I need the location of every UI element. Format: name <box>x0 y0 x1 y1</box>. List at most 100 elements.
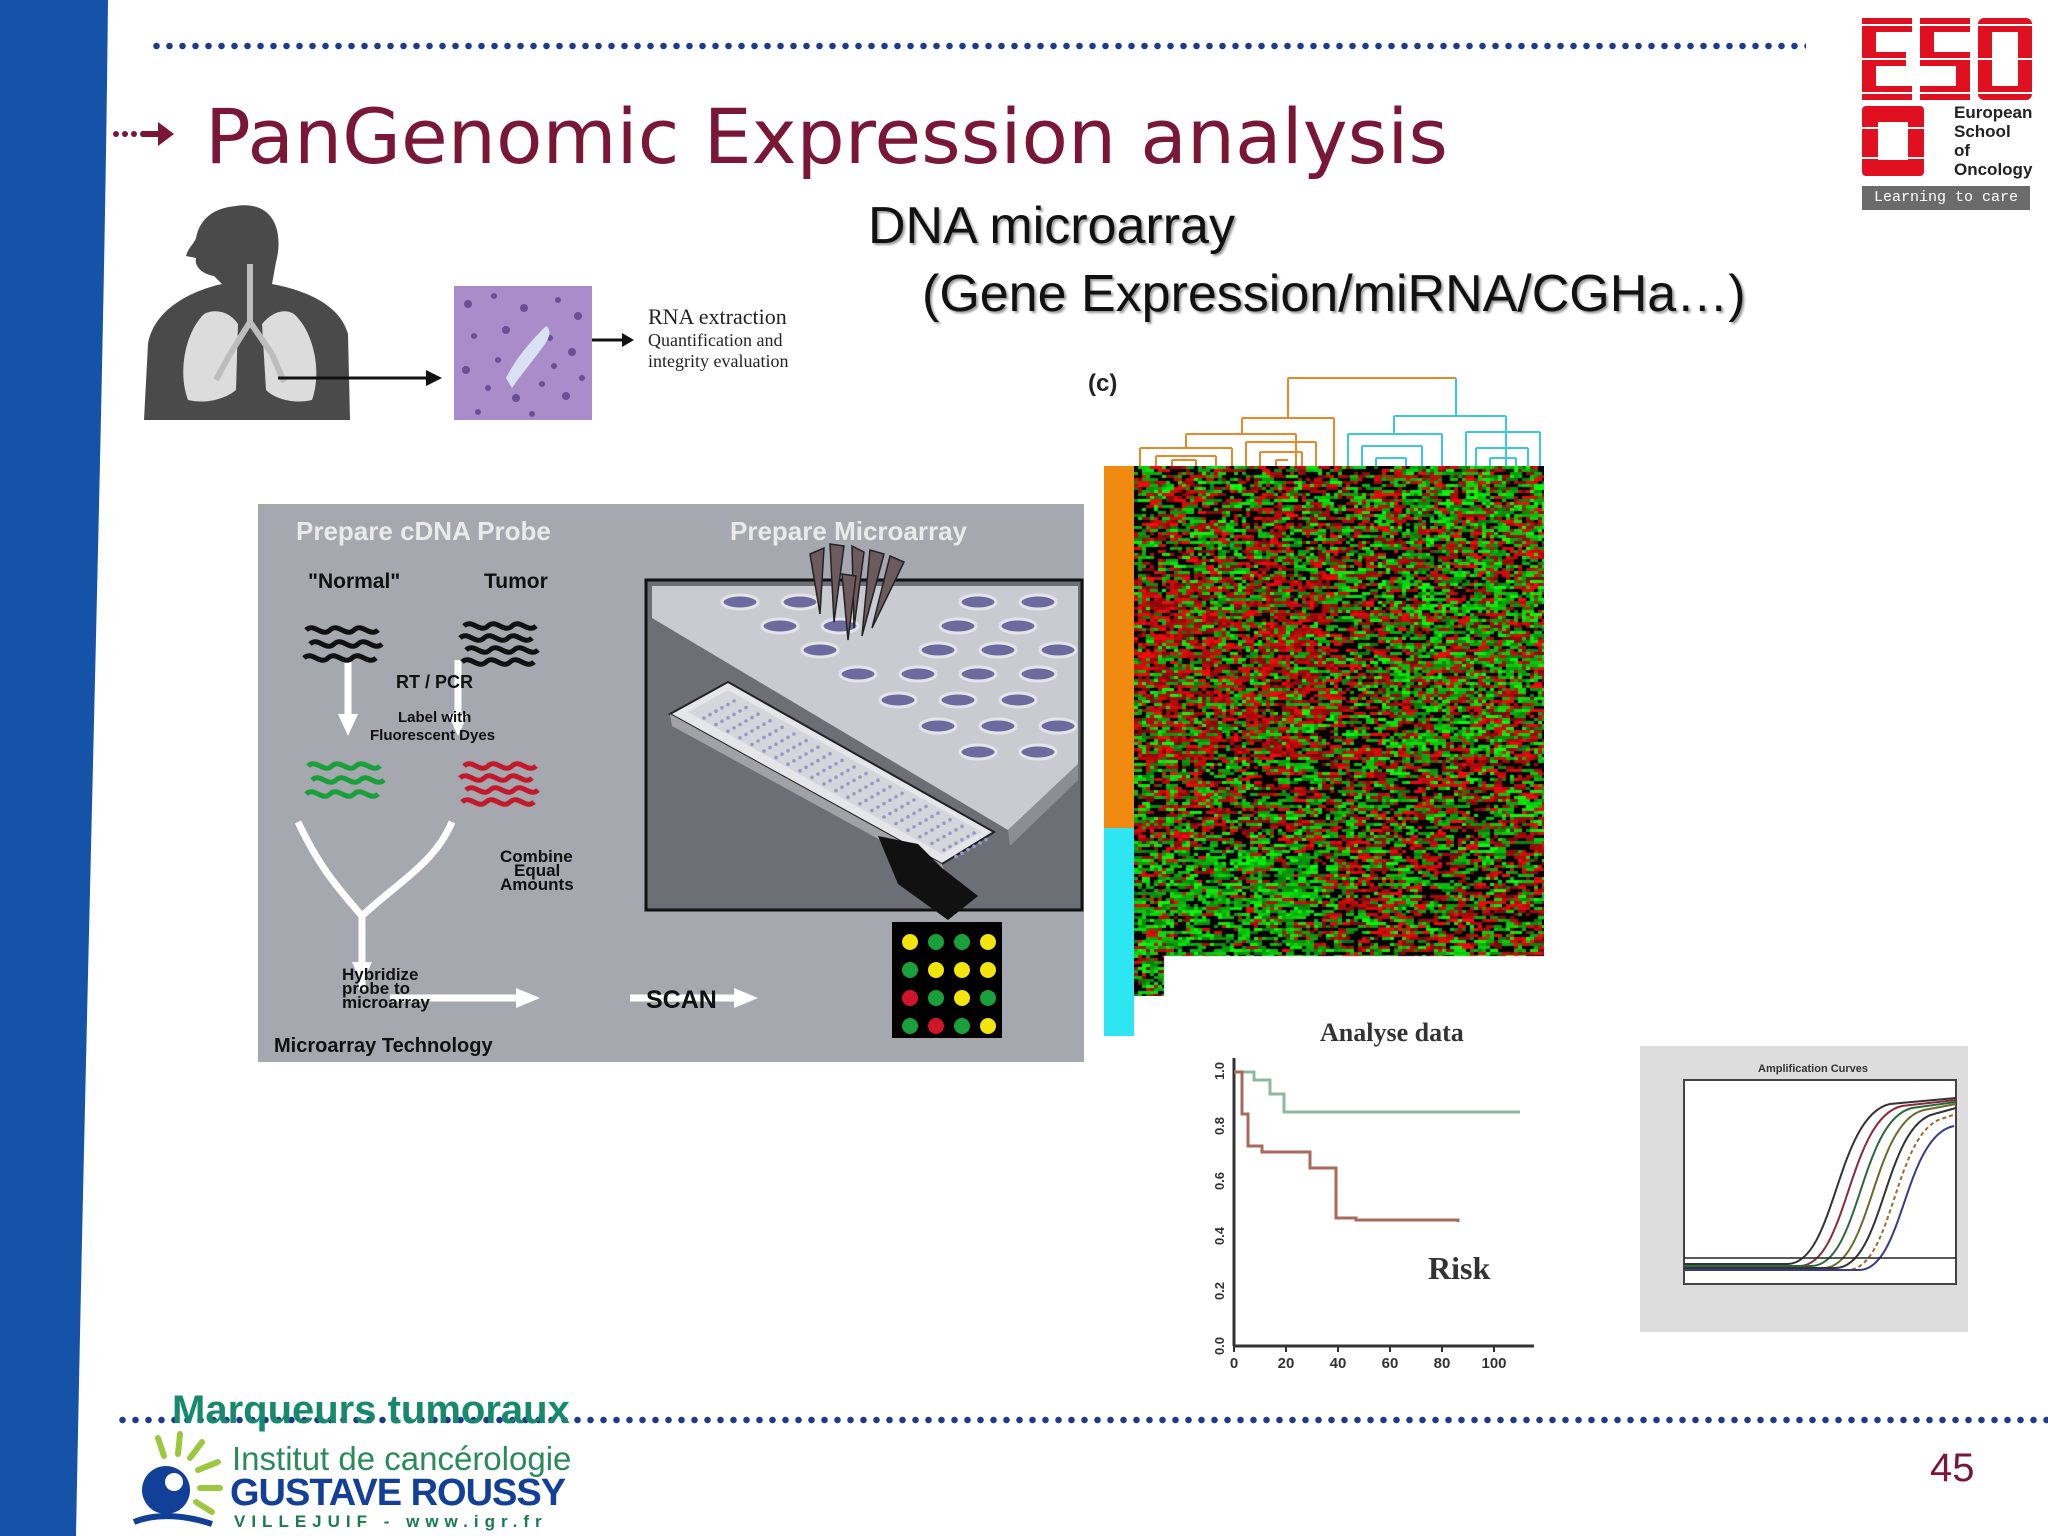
normal-label: "Normal" <box>308 570 400 593</box>
microarray-spot <box>902 1018 918 1034</box>
slide-spot <box>864 785 868 789</box>
slide-spot <box>732 726 736 730</box>
slide-spot <box>894 808 898 812</box>
hybridize-label: Hybridize <box>342 965 419 984</box>
rna-extraction-text: RNA extraction Quantification and integr… <box>648 304 788 372</box>
slide-spot <box>924 831 928 836</box>
slide-spot <box>840 758 844 763</box>
slide-spot <box>858 788 862 793</box>
slide-spot <box>864 771 868 776</box>
slide-spot <box>774 729 778 733</box>
slide-spot <box>942 848 946 852</box>
slide-spot <box>738 709 742 713</box>
slide-spot <box>936 811 940 815</box>
slide-spot <box>882 788 886 792</box>
slide-spot <box>798 742 802 746</box>
footer-marqueurs-tumoraux: Marqueurs tumoraux <box>172 1388 570 1432</box>
slide-spot <box>918 808 922 812</box>
slide-spot <box>714 709 718 713</box>
microarray-technology-diagram: Prepare cDNA Probe Prepare Microarray "N… <box>258 504 1084 1062</box>
microarray-spot <box>954 990 970 1006</box>
slide-spot <box>984 837 988 842</box>
slide-spot <box>756 725 760 730</box>
y-axis-tick-label: 0.0 <box>1212 1337 1227 1355</box>
probe-to-label: probe to <box>342 979 410 998</box>
slide-spot <box>726 729 730 733</box>
slide-spot <box>792 759 796 763</box>
slide-spot <box>924 804 928 809</box>
slide-spot <box>846 768 850 773</box>
arrow-right-icon <box>592 333 634 347</box>
slide-spot <box>846 795 850 799</box>
expression-heatmap <box>1134 466 1544 996</box>
slide-spot <box>912 798 916 802</box>
slide-spot <box>918 821 922 826</box>
slide-spot <box>882 815 886 819</box>
slide-spot <box>960 824 964 829</box>
slide-spot <box>750 729 754 733</box>
slide-spot <box>930 814 934 819</box>
slide-spot <box>942 821 946 825</box>
slide-spot <box>912 825 916 829</box>
x-axis-tick-label: 100 <box>1481 1355 1506 1372</box>
amounts-label: Amounts <box>500 875 574 894</box>
slide-spot <box>912 811 916 816</box>
y-axis-tick-label: 1.0 <box>1212 1062 1227 1080</box>
slide-spot <box>894 795 898 799</box>
slide-spot <box>786 735 790 740</box>
arrow-right-icon <box>113 122 174 146</box>
slide-spot <box>810 762 814 766</box>
microarray-spot <box>954 962 970 978</box>
microarray-technology-caption: Microarray Technology <box>274 1035 493 1057</box>
slide-spot <box>738 736 742 740</box>
rt-pcr-label: RT / PCR <box>396 672 473 692</box>
slide-spot <box>804 752 808 756</box>
slide-spot <box>924 818 928 822</box>
slide-spot <box>930 828 934 832</box>
slide-spot <box>876 791 880 796</box>
dna-microarray-heading: DNA microarray <box>868 197 1235 255</box>
left-sidebar-band <box>0 0 108 1536</box>
dna-microarray-subheading: (Gene Expression/miRNA/CGHa…) <box>922 265 1746 323</box>
slide-spot <box>810 775 814 780</box>
slide-spot <box>852 792 856 796</box>
slide-spot <box>858 775 862 779</box>
slide-spot <box>852 765 856 769</box>
slide-spot <box>732 712 736 717</box>
slide-spot <box>762 735 766 740</box>
slide-spot <box>780 725 784 730</box>
microarray-spot <box>928 1018 944 1034</box>
microarray-spot <box>902 990 918 1006</box>
cluster-bar-orange <box>1104 466 1134 828</box>
top-dotted-rule <box>150 42 1806 50</box>
slide-spot <box>732 699 736 703</box>
slide-spot <box>750 742 754 747</box>
slide-spot <box>906 828 910 832</box>
slide-spot <box>948 818 952 822</box>
slide-spot <box>822 768 826 773</box>
villejuif-url: VILLEJUIF - www.igr.fr <box>234 1512 548 1531</box>
eso-line2: School <box>1954 122 2011 141</box>
slide-spot <box>774 742 778 746</box>
slide-spot <box>744 705 748 710</box>
eso-line1: European <box>1954 103 2033 122</box>
slide-spot <box>864 798 868 803</box>
eso-line4: Oncology <box>1954 160 2033 179</box>
slide-spot <box>966 834 970 839</box>
dendrogram <box>1139 377 1541 468</box>
slide-spot <box>744 732 748 737</box>
slide-spot <box>756 739 760 743</box>
microarray-spot <box>980 962 996 978</box>
slide-spot <box>804 765 808 770</box>
slide-spot <box>870 795 874 799</box>
amplification-curves-title: Amplification Curves <box>1758 1063 1868 1075</box>
page-number: 45 <box>1930 1446 1975 1490</box>
slide-spot <box>822 782 826 786</box>
slide-spot <box>900 805 904 809</box>
slide-spot <box>858 802 862 806</box>
microarray-spot <box>928 990 944 1006</box>
eso-tagline: Learning to care <box>1862 186 2030 210</box>
slide-spot <box>960 838 964 842</box>
microarray-spot <box>954 1018 970 1034</box>
